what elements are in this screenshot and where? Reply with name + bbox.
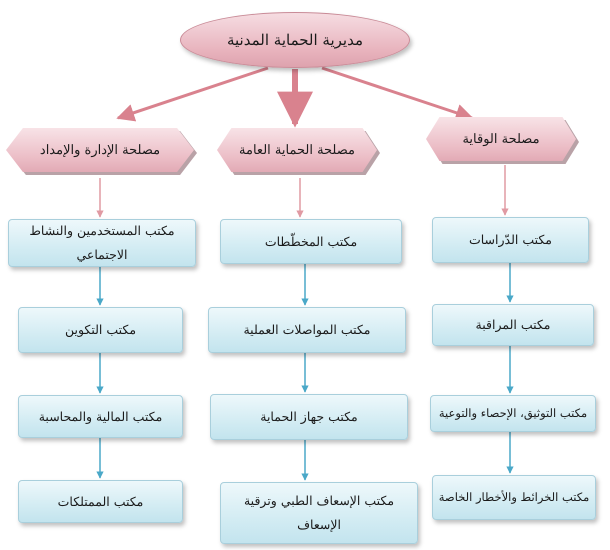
left-service-label: مصلحة الإدارة والإمداد — [39, 142, 161, 158]
arrow-root-to-left-service — [116, 66, 269, 122]
middle-office-4: مكتب الإسعاف الطبي وترقية الإسعاف — [220, 482, 418, 544]
right-office-3-label: مكتب التوثيق، الإحصاء والتوعية — [438, 405, 588, 420]
arrow-root-to-right-service — [321, 66, 474, 122]
right-office-4-label: مكتب الخرائط والأخطار الخاصة — [438, 489, 590, 504]
left-office-1-label: مكتب المستخدمين والنشاط الاجتماعي — [29, 223, 175, 262]
right-office-1: مكتب الدّراسات — [432, 217, 589, 263]
right-office-2: مكتب المراقبة — [432, 304, 594, 346]
root-directorate: مديرية الحماية المدنية — [180, 12, 410, 68]
root-label: مديرية الحماية المدنية — [226, 31, 364, 49]
right-office-2-label: مكتب المراقبة — [475, 317, 551, 333]
left-office-1: مكتب المستخدمين والنشاط الاجتماعي — [8, 219, 196, 267]
left-office-2: مكتب التكوين — [18, 307, 183, 353]
middle-service-label: مصلحة الحماية العامة — [239, 142, 355, 158]
left-office-2-label: مكتب التكوين — [64, 322, 137, 338]
middle-office-2-label: مكتب المواصلات العملية — [243, 322, 371, 338]
right-office-1-label: مكتب الدّراسات — [468, 232, 553, 248]
middle-office-3: مكتب جهاز الحماية — [210, 394, 408, 440]
middle-office-1: مكتب المخطّطات — [220, 219, 402, 264]
middle-office-4-label: مكتب الإسعاف الطبي وترقية الإسعاف — [243, 493, 395, 532]
left-office-3: مكتب المالية والمحاسبة — [18, 395, 183, 438]
middle-service: مصلحة الحماية العامة — [217, 128, 377, 172]
left-office-4-label: مكتب الممتلكات — [57, 493, 144, 509]
left-office-4: مكتب الممتلكات — [18, 480, 183, 523]
left-office-3-label: مكتب المالية والمحاسبة — [38, 408, 163, 424]
middle-office-3-label: مكتب جهاز الحماية — [260, 409, 358, 425]
middle-office-2: مكتب المواصلات العملية — [208, 307, 406, 353]
right-office-3: مكتب التوثيق، الإحصاء والتوعية — [430, 395, 596, 432]
right-service: مصلحة الوقاية — [426, 117, 576, 161]
middle-office-1-label: مكتب المخطّطات — [264, 233, 358, 249]
right-office-4: مكتب الخرائط والأخطار الخاصة — [432, 475, 596, 520]
right-service-label: مصلحة الوقاية — [462, 131, 540, 147]
left-service: مصلحة الإدارة والإمداد — [6, 128, 194, 172]
